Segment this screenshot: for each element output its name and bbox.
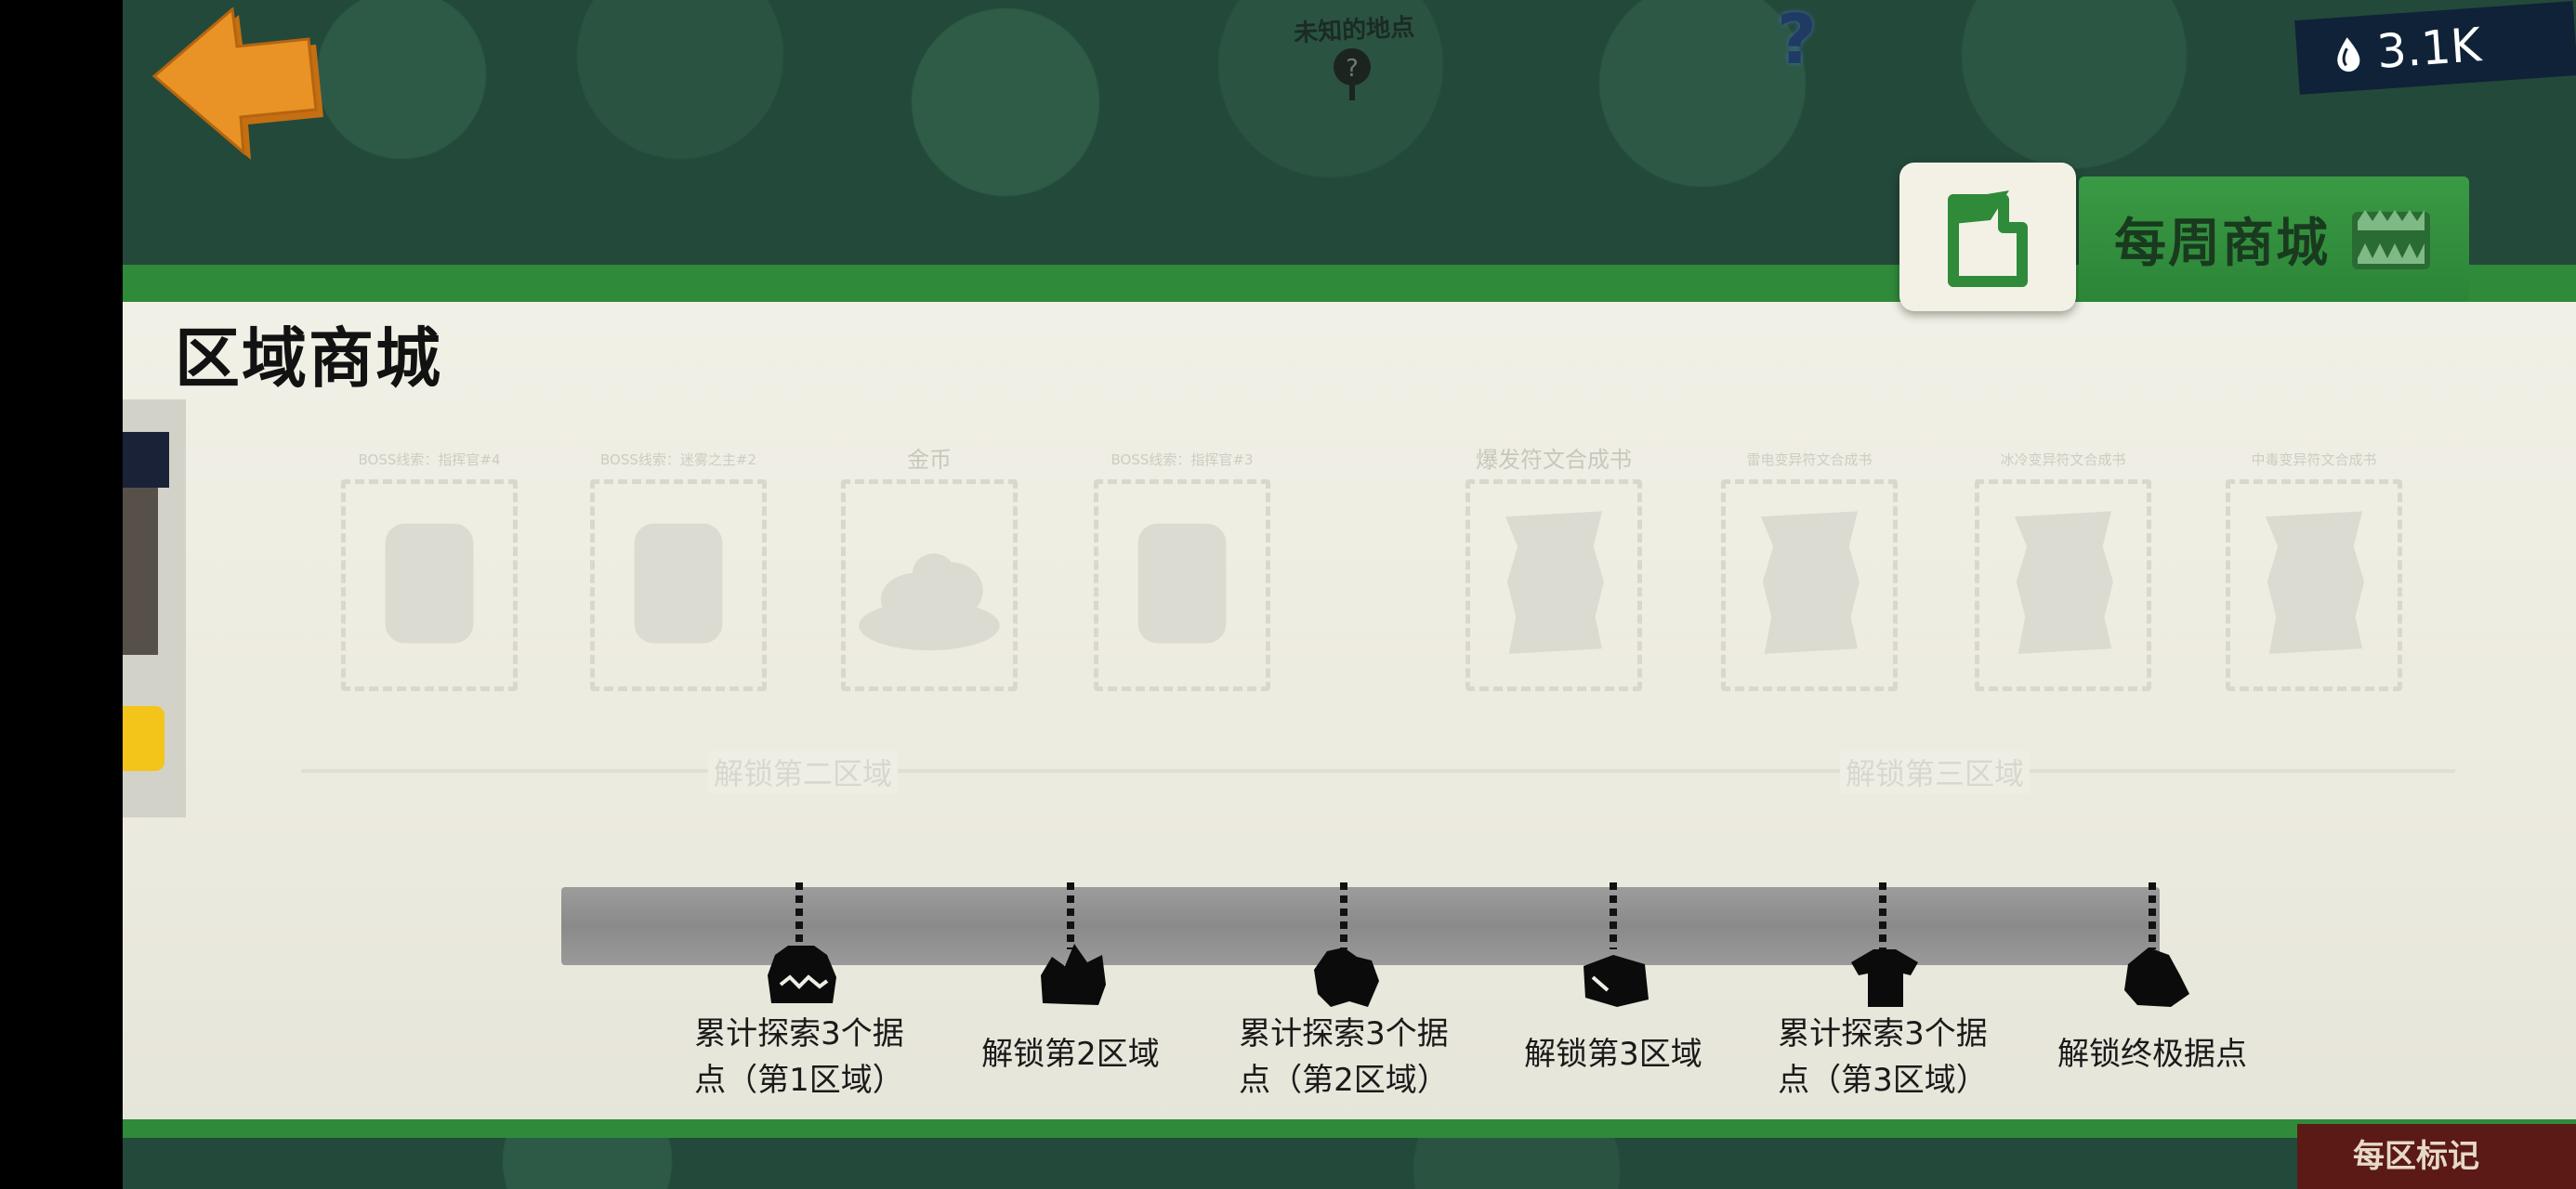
item-name: BOSS线索：指挥官#3 <box>1111 451 1254 468</box>
unknown-location-marker-icon[interactable]: ? <box>1331 46 1373 102</box>
milestone-caption-line2: 点（第1区域） <box>694 1062 904 1099</box>
milestone-caption: 解锁第2区域 <box>950 1031 1191 1078</box>
warrior-icon <box>1851 949 1918 1007</box>
svg-text:?: ? <box>1346 55 1359 83</box>
scroll-silhouette-icon <box>1760 511 1860 654</box>
item-name: 爆发符文合成书 <box>1476 447 1632 473</box>
item-name: 金币 <box>907 447 952 473</box>
crate-icon <box>1584 955 1649 1007</box>
page-title: 区域商城 <box>175 320 442 397</box>
currency-amount: 3.1K <box>2374 18 2483 79</box>
shop-item[interactable]: BOSS线索：指挥官#3 <box>1089 446 1275 691</box>
item-slot[interactable] <box>841 479 1018 691</box>
boulder-icon <box>2124 947 2189 1007</box>
card-silhouette-icon <box>1137 523 1227 644</box>
milestone-caption: 累计探索3个据 点（第1区域） <box>678 1011 920 1104</box>
chain <box>2149 882 2156 949</box>
milestone-caption-line1: 解锁终极据点 <box>2057 1036 2247 1073</box>
item-slot[interactable] <box>1465 479 1642 691</box>
milestone-caption-line1: 累计探索3个据 <box>694 1015 904 1052</box>
milestone-caption-line1: 累计探索3个据 <box>1778 1015 1988 1052</box>
orc-face-icon <box>768 946 836 1003</box>
milestone-caption-line1: 累计探索3个据 <box>1239 1015 1449 1052</box>
monster-chest-icon <box>2352 209 2430 269</box>
shop-item[interactable]: 爆发符文合成书 <box>1461 446 1647 691</box>
chain <box>1340 882 1347 949</box>
scroll-silhouette-icon <box>2265 511 2364 654</box>
chain <box>1610 882 1617 949</box>
item-name: 雷电变异符文合成书 <box>1746 451 1873 468</box>
milestone-caption-line2: 点（第2区域） <box>1239 1062 1449 1099</box>
item-slot[interactable] <box>1721 479 1898 691</box>
item-name: BOSS线索：指挥官#4 <box>358 451 501 468</box>
shop-item[interactable]: 冰冷变异符文合成书 <box>1970 446 2156 691</box>
game-screen: 未知的地点 ? ? 3.1K 每区标记 每周商城 区域商城 <box>123 0 2576 1189</box>
milestone-caption: 解锁终极据点 <box>2031 1031 2273 1078</box>
shop-item[interactable]: BOSS线索：迷雾之主#2 <box>585 446 771 691</box>
beast-icon <box>1314 947 1379 1007</box>
milestone-caption-line1: 解锁第2区域 <box>981 1036 1160 1073</box>
shop-item[interactable]: 中毒变异符文合成书 <box>2221 446 2407 691</box>
chain <box>1067 882 1074 949</box>
milestone-caption: 累计探索3个据 点（第3区域） <box>1762 1011 2004 1104</box>
chain <box>795 882 803 949</box>
card-silhouette-icon <box>634 523 723 644</box>
shop-item[interactable]: 雷电变异符文合成书 <box>1716 446 1902 691</box>
tab-weekly-label: 每周商城 <box>2114 214 2330 274</box>
milestone-caption: 解锁第3区域 <box>1492 1031 1734 1078</box>
back-arrow-button[interactable] <box>151 7 327 165</box>
item-slot[interactable] <box>2226 479 2402 691</box>
milestone-caption: 累计探索3个据 点（第2区域） <box>1223 1011 1465 1104</box>
tab-region-shop[interactable] <box>1899 163 2076 311</box>
card-silhouette-icon <box>385 523 474 644</box>
side-tab-dark <box>123 432 169 488</box>
flag-icon <box>1948 190 2028 287</box>
side-tab-strip[interactable] <box>123 399 186 817</box>
panel-bottom-border <box>123 1119 2576 1138</box>
shop-item[interactable]: BOSS线索：指挥官#4 <box>336 446 522 691</box>
bottom-tag[interactable]: 每区标记 <box>2297 1124 2576 1189</box>
back-arrow-icon <box>151 7 323 160</box>
drop-icon <box>2337 37 2360 72</box>
chain <box>1879 882 1886 949</box>
creature-icon <box>1041 944 1106 1005</box>
item-slot[interactable] <box>341 479 518 691</box>
item-slot[interactable] <box>590 479 767 691</box>
item-name: 冰冷变异符文合成书 <box>2000 451 2126 468</box>
coins-silhouette-icon <box>859 553 1000 651</box>
divider-label-region3: 解锁第三区域 <box>1840 751 2031 793</box>
side-tab-brown <box>123 488 158 655</box>
milestone-caption-line1: 解锁第3区域 <box>1524 1036 1702 1073</box>
scroll-silhouette-icon <box>2014 511 2113 654</box>
milestone-caption-line2: 点（第3区域） <box>1778 1062 1988 1099</box>
scroll-silhouette-icon <box>1505 511 1604 654</box>
item-slot[interactable] <box>1094 479 1270 691</box>
side-tab-yellow[interactable] <box>123 706 164 771</box>
tab-weekly-shop[interactable]: 每周商城 <box>2079 176 2469 302</box>
item-slot[interactable] <box>1975 479 2151 691</box>
unknown-location-label: 未知的地点 <box>1293 13 1415 48</box>
currency-display: 3.1K <box>2294 1 2576 95</box>
item-name: 中毒变异符文合成书 <box>2251 451 2377 468</box>
divider-label-region2: 解锁第二区域 <box>708 751 899 793</box>
shop-item[interactable]: 金币 <box>836 446 1022 691</box>
unknown-marker-icon[interactable]: ? <box>1777 0 1817 80</box>
item-name: BOSS线索：迷雾之主#2 <box>600 451 756 468</box>
